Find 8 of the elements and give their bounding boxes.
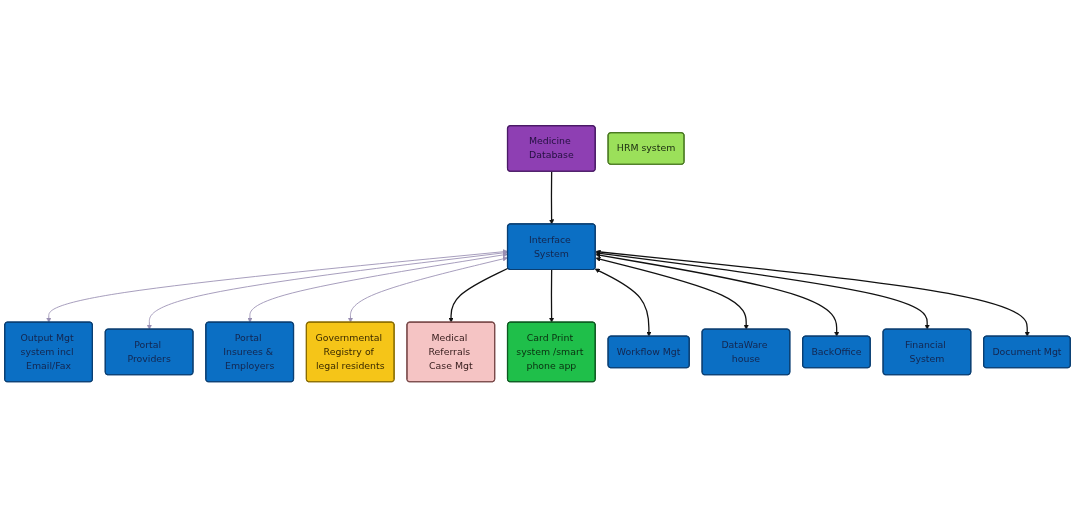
arrow <box>595 253 840 337</box>
arrow <box>595 257 749 330</box>
arrow <box>595 251 930 330</box>
arrow <box>594 268 652 337</box>
arrow <box>595 249 1030 337</box>
arrow <box>549 269 555 323</box>
arrow <box>448 267 509 323</box>
arrow <box>549 171 555 225</box>
